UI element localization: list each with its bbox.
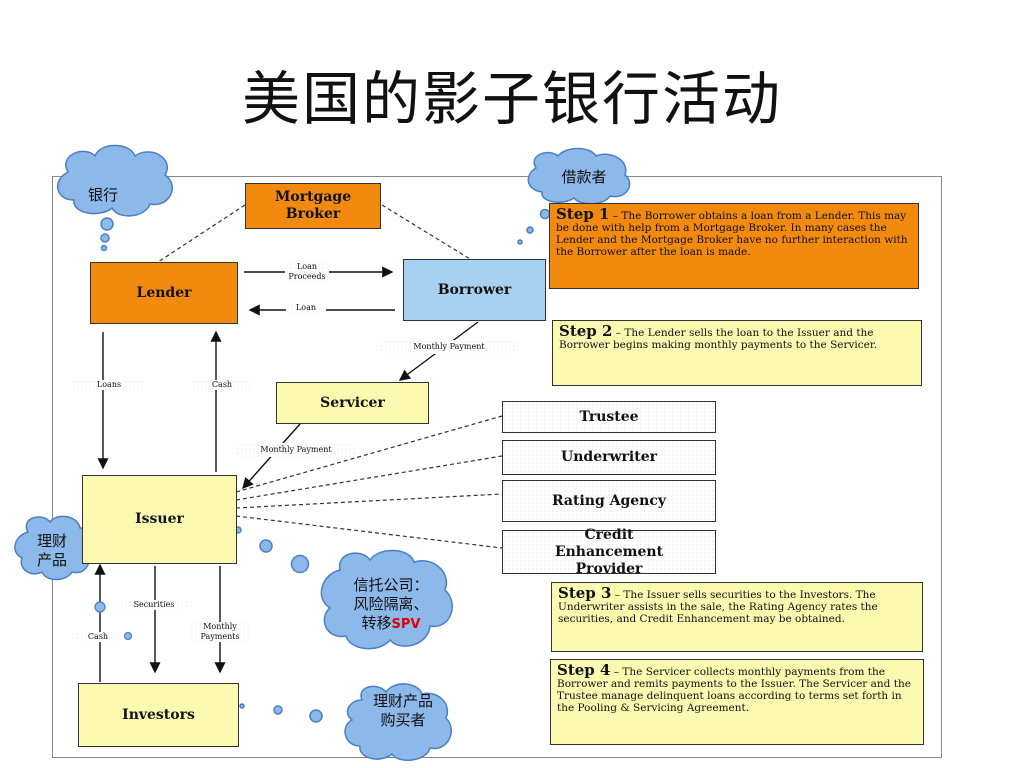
step-4-text: The Servicer collects monthly payments f…: [557, 666, 911, 714]
step-4-dash: –: [610, 666, 623, 678]
step-3-head: Step 3: [558, 584, 612, 602]
step-3-dash: –: [611, 589, 624, 601]
rating-agency-box: Rating Agency: [502, 480, 716, 522]
dot-1: [94, 601, 106, 613]
step-2-text: The Lender sells the loan to the Issuer …: [559, 327, 878, 351]
borrower-box: Borrower: [403, 259, 546, 321]
step-4-head: Step 4: [557, 661, 611, 679]
label-monthly-payments: Monthly Payments: [190, 622, 250, 642]
label-securities: Securities: [120, 600, 188, 610]
buyer-line-2: 购买者: [380, 711, 426, 729]
cloud-buyer: [239, 683, 452, 761]
label-monthly-payment-1: Monthly Payment: [380, 340, 518, 354]
step-4-box: Step 4 – The Servicer collects monthly p…: [550, 659, 924, 745]
step-1-text: The Borrower obtains a loan from a Lende…: [556, 210, 908, 258]
cloud-trust-label: 信托公司： 风险隔离、 转移SPV: [336, 576, 446, 634]
dot-2: [123, 631, 133, 641]
cloud-wealth-product: [14, 515, 310, 581]
mortgage-broker-box: Mortgage Broker: [245, 183, 381, 229]
step-1-dash: –: [609, 210, 622, 222]
cloud-wealth-product-label: 理财产品: [22, 532, 82, 570]
label-loan-proceeds: Loan Proceeds: [285, 262, 329, 282]
trust-spv: SPV: [391, 617, 421, 632]
label-cash-up: Cash: [192, 380, 252, 390]
step-2-box: Step 2 – The Lender sells the loan to th…: [552, 320, 922, 386]
label-monthly-payment-2: Monthly Payment: [236, 443, 356, 457]
credit-enhancement-box: Credit Enhancement Provider: [502, 527, 716, 577]
trustee-box: Trustee: [502, 401, 716, 433]
label-cash-down: Cash: [76, 632, 120, 642]
trust-line-2: 风险隔离、: [353, 595, 429, 613]
servicer-box: Servicer: [276, 382, 429, 424]
issuer-box: Issuer: [82, 475, 237, 564]
label-loans: Loans: [72, 380, 146, 390]
lender-box: Lender: [90, 262, 238, 324]
cloud-bank: [57, 144, 173, 252]
trust-line-1: 信托公司：: [353, 576, 429, 594]
cloud-bank-label: 银行: [87, 186, 118, 204]
step-1-head: Step 1: [556, 205, 610, 223]
label-loan: Loan: [286, 303, 326, 313]
step-3-box: Step 3 – The Issuer sells securities to …: [551, 582, 923, 652]
step-2-dash: –: [612, 327, 625, 339]
page-title: 美国的影子银行活动: [241, 65, 782, 133]
step-3-text: The Issuer sells securities to the Inves…: [558, 589, 878, 625]
step-1-box: Step 1 – The Borrower obtains a loan fro…: [549, 203, 919, 289]
cloud-buyer-label: 理财产品 购买者: [358, 692, 448, 730]
wealth-product-text: 理财产品: [36, 532, 67, 569]
trust-line-3: 转移: [361, 614, 392, 632]
cloud-trust: [320, 549, 453, 650]
cloud-borrower: [517, 147, 631, 245]
step-2-head: Step 2: [559, 322, 613, 340]
underwriter-box: Underwriter: [502, 440, 716, 475]
cloud-borrower-label: 借款者: [561, 168, 607, 186]
investors-box: Investors: [78, 683, 239, 747]
buyer-line-1: 理财产品: [372, 692, 433, 710]
